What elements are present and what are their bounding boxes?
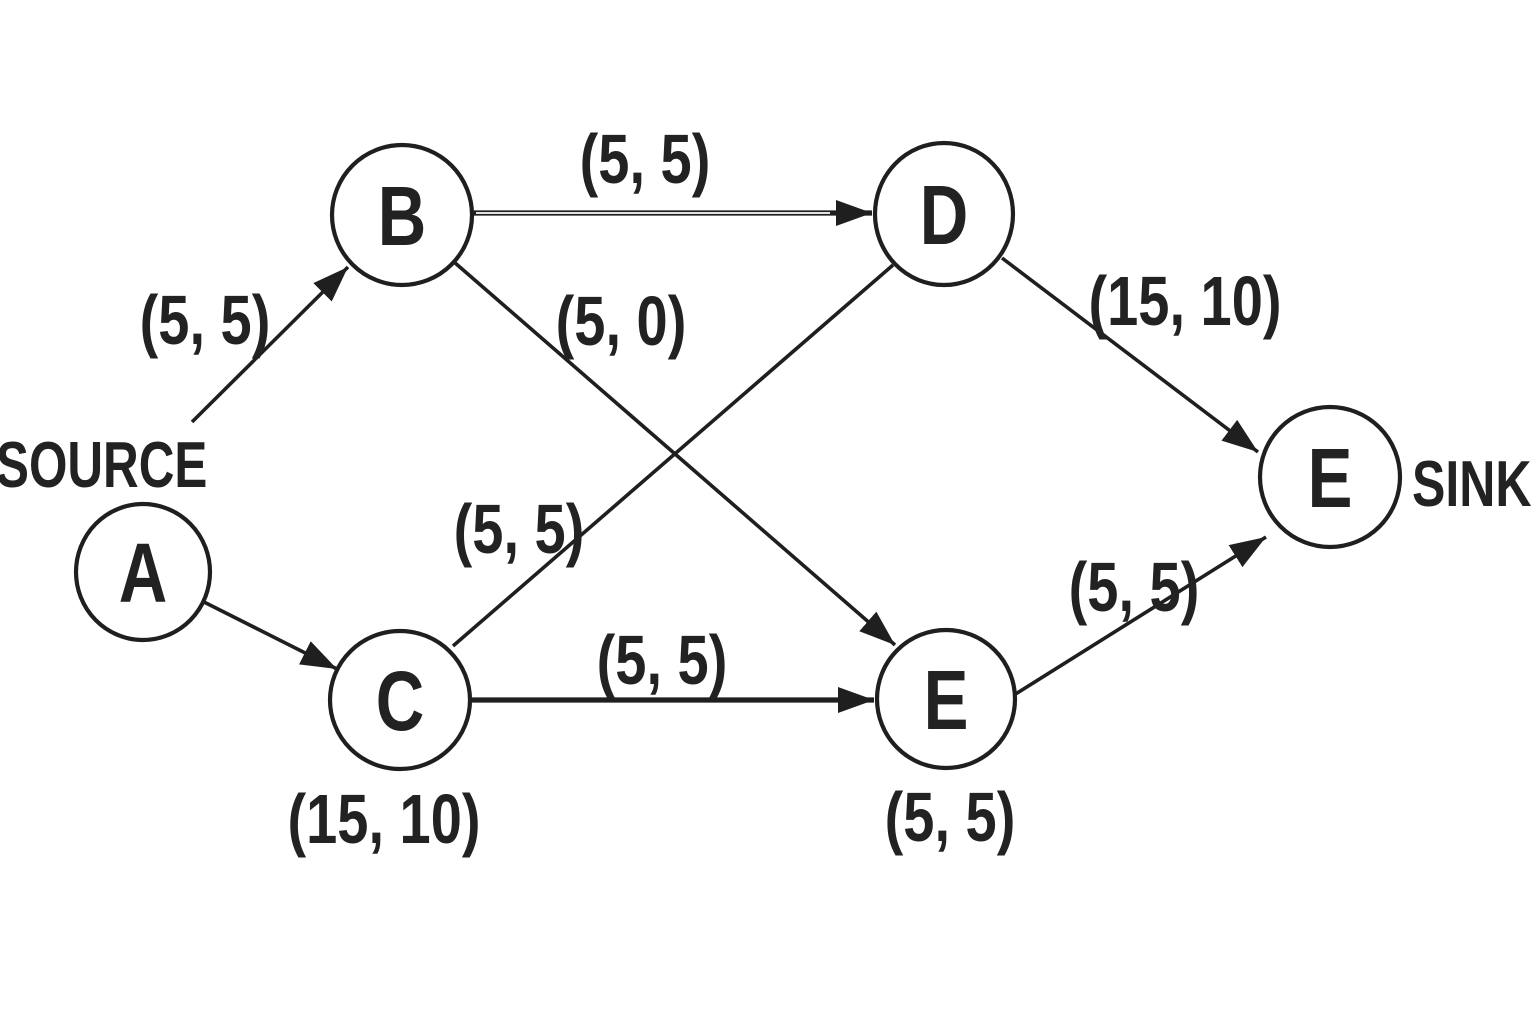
node-c-label: C (376, 655, 425, 749)
label-below-e: (5, 5) (885, 779, 1016, 856)
edge-c-emid-label: (5, 5) (597, 622, 728, 699)
source-label: SOURCE (0, 430, 207, 502)
edge-c-d-line (451, 263, 895, 648)
sink-label: SINK (1412, 448, 1532, 521)
edge-a-b-line (190, 265, 350, 424)
edge-a-c-label: (15, 10) (288, 781, 481, 858)
node-c-circle (327, 628, 473, 772)
node-emid-label: E (924, 654, 969, 748)
node-d-label: D (920, 169, 969, 263)
nodes-layer: A B C D E E (73, 140, 1403, 772)
edge-d-esink-label: (15, 10) (1089, 263, 1282, 340)
node-emid-circle (874, 627, 1018, 771)
edge-emid-esink-line (1013, 535, 1267, 697)
node-b-label: B (378, 170, 427, 264)
edge-a-c-line (203, 600, 338, 671)
edges-layer (190, 200, 1267, 713)
edge-b-emid-label: (5, 0) (556, 283, 687, 360)
node-a-circle (73, 501, 213, 643)
node-d-circle (872, 140, 1016, 288)
edge-c-d-label: (5, 5) (454, 491, 585, 568)
node-esink-label: E (1308, 432, 1353, 526)
labels-layer: SOURCE SINK (5, 5) (15, 10) (5, 5) (5, 0… (0, 121, 1532, 858)
node-b-circle (329, 142, 475, 288)
edge-d-esink-line (1000, 256, 1260, 454)
edge-b-d-label: (5, 5) (580, 121, 711, 198)
edge-emid-esink-label: (5, 5) (1069, 549, 1200, 626)
edge-a-b-label: (5, 5) (140, 282, 271, 359)
node-esink-circle (1257, 404, 1403, 550)
node-a-label: A (119, 527, 168, 621)
